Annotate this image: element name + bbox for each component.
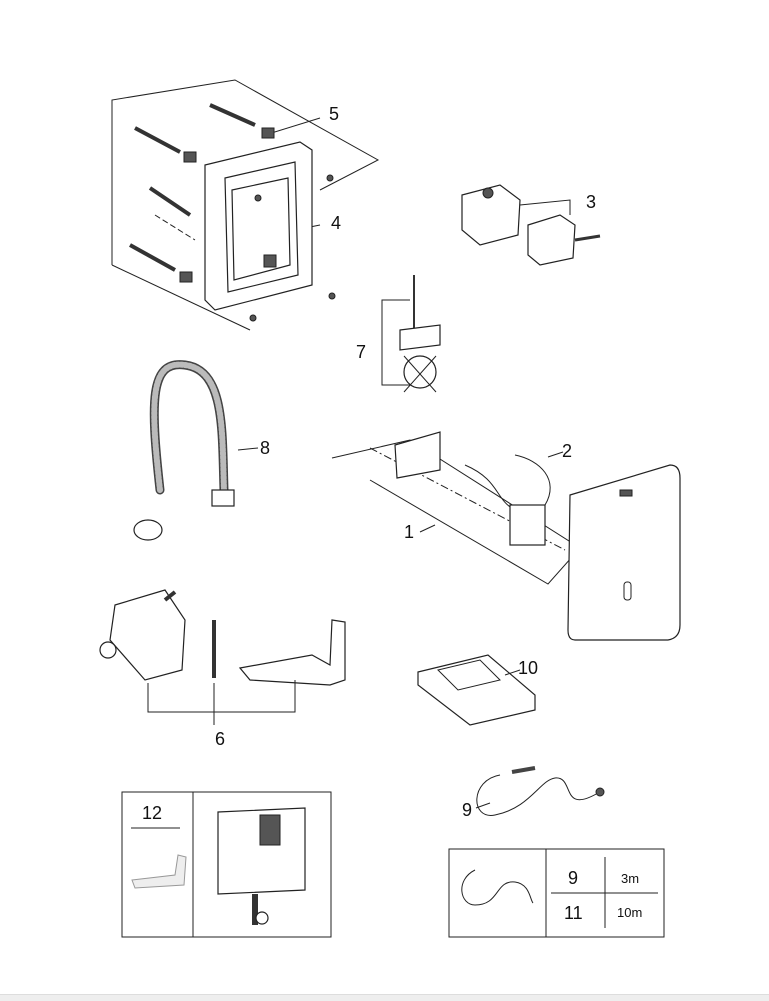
bracket-option-box: 12 (121, 791, 332, 938)
callout-6: 6 (215, 729, 225, 749)
callout-2: 2 (562, 441, 572, 461)
callout-12: 12 (142, 803, 162, 823)
callout-7: 7 (356, 342, 366, 362)
flex-hose-group: 8 (133, 360, 270, 541)
cable-group: 9 (462, 766, 605, 820)
table-length-3m: 3m (621, 871, 639, 886)
remote-control-group: 10 (417, 654, 538, 726)
bolt-icon (129, 103, 336, 322)
callout-9: 9 (462, 800, 472, 820)
cover-plate-group: 2 1 (331, 431, 681, 641)
callout-4: 4 (331, 213, 341, 233)
table-item-11: 11 (564, 903, 583, 923)
callout-10: 10 (518, 658, 538, 678)
callout-8: 8 (260, 438, 270, 458)
table-item-9: 9 (568, 868, 578, 888)
table-length-10m: 10m (617, 905, 642, 920)
callout-5: 5 (329, 104, 339, 124)
bottom-bar (0, 994, 769, 1001)
mounting-frame-group: 5 4 (111, 79, 380, 331)
cable-length-table: 9 3m 11 10m (448, 848, 665, 938)
junction-box-group: 3 (461, 184, 601, 266)
callout-3: 3 (586, 192, 596, 212)
callout-1: 1 (404, 522, 414, 542)
valve-unit-group: 6 (99, 589, 346, 749)
water-connector-group: 7 (356, 275, 441, 393)
